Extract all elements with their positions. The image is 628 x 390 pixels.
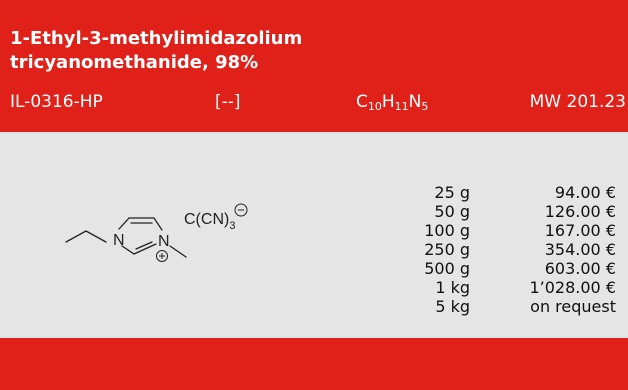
molecular-formula: C10H11N5: [356, 91, 428, 113]
price-amount: on request: [530, 297, 616, 316]
anion-label: C(CN)3: [184, 211, 235, 232]
product-header: 1-Ethyl-3-methylimidazolium tricyanometh…: [0, 0, 628, 132]
methyl-bond: [169, 245, 187, 258]
price-row: 100 g 167.00 €: [380, 221, 620, 240]
ring-bond-n1-c2: [121, 245, 135, 255]
formula-nitrogen: N: [408, 92, 422, 112]
anion-label-subscript: 3: [229, 220, 235, 232]
minus-charge-circle: [234, 203, 248, 217]
formula-carbon: C: [356, 92, 368, 112]
cas-number: [--]: [215, 92, 241, 112]
product-title: 1-Ethyl-3-methylimidazolium tricyanometh…: [10, 27, 610, 75]
price-quantity: 500 g: [424, 259, 470, 278]
formula-nitrogen-count: 5: [421, 100, 429, 113]
price-quantity: 25 g: [434, 183, 470, 202]
price-row: 50 g 126.00 €: [380, 202, 620, 221]
ethyl-bond-2: [85, 230, 107, 243]
price-row: 5 kg on request: [380, 297, 620, 316]
price-quantity: 50 g: [434, 202, 470, 221]
ring-bond-c2-n3: [133, 243, 157, 255]
price-quantity: 250 g: [424, 240, 470, 259]
molecular-weight: MW 201.23: [529, 92, 626, 112]
ring-bond-c4-n3: [153, 217, 163, 231]
ethyl-bond-1: [65, 230, 87, 243]
formula-hydrogen-count: 11: [394, 100, 409, 113]
atom-n1: N: [113, 232, 125, 249]
price-quantity: 1 kg: [435, 278, 470, 297]
price-amount: 1’028.00 €: [529, 278, 616, 297]
product-title-line1: 1-Ethyl-3-methylimidazolium: [10, 28, 303, 49]
plus-charge-circle: [156, 250, 168, 262]
price-quantity: 100 g: [424, 221, 470, 240]
price-amount: 167.00 €: [544, 221, 616, 240]
price-amount: 603.00 €: [544, 259, 616, 278]
ring-double-bond-c2-n3: [135, 241, 153, 250]
price-quantity: 5 kg: [435, 297, 470, 316]
footer-bar: [0, 338, 628, 390]
product-code: IL-0316-HP: [10, 92, 103, 112]
price-row: 500 g 603.00 €: [380, 259, 620, 278]
price-row: 250 g 354.00 €: [380, 240, 620, 259]
price-list: 25 g 94.00 € 50 g 126.00 € 100 g 167.00 …: [380, 183, 620, 316]
price-row: 1 kg 1’028.00 €: [380, 278, 620, 297]
product-details-panel: N N C(CN)3 25 g 94.00 € 50 g 126.00 € 10…: [0, 132, 628, 338]
price-amount: 354.00 €: [544, 240, 616, 259]
formula-carbon-count: 10: [367, 100, 382, 113]
product-title-line2: tricyanomethanide, 98%: [10, 52, 259, 73]
formula-hydrogen: H: [381, 92, 395, 112]
atom-n3: N: [158, 233, 170, 250]
price-amount: 94.00 €: [554, 183, 616, 202]
price-row: 25 g 94.00 €: [380, 183, 620, 202]
price-amount: 126.00 €: [544, 202, 616, 221]
anion-label-main: C(CN): [184, 211, 229, 228]
ring-bond-n1-c5: [118, 217, 130, 230]
chemical-structure: N N C(CN)3: [65, 203, 248, 262]
